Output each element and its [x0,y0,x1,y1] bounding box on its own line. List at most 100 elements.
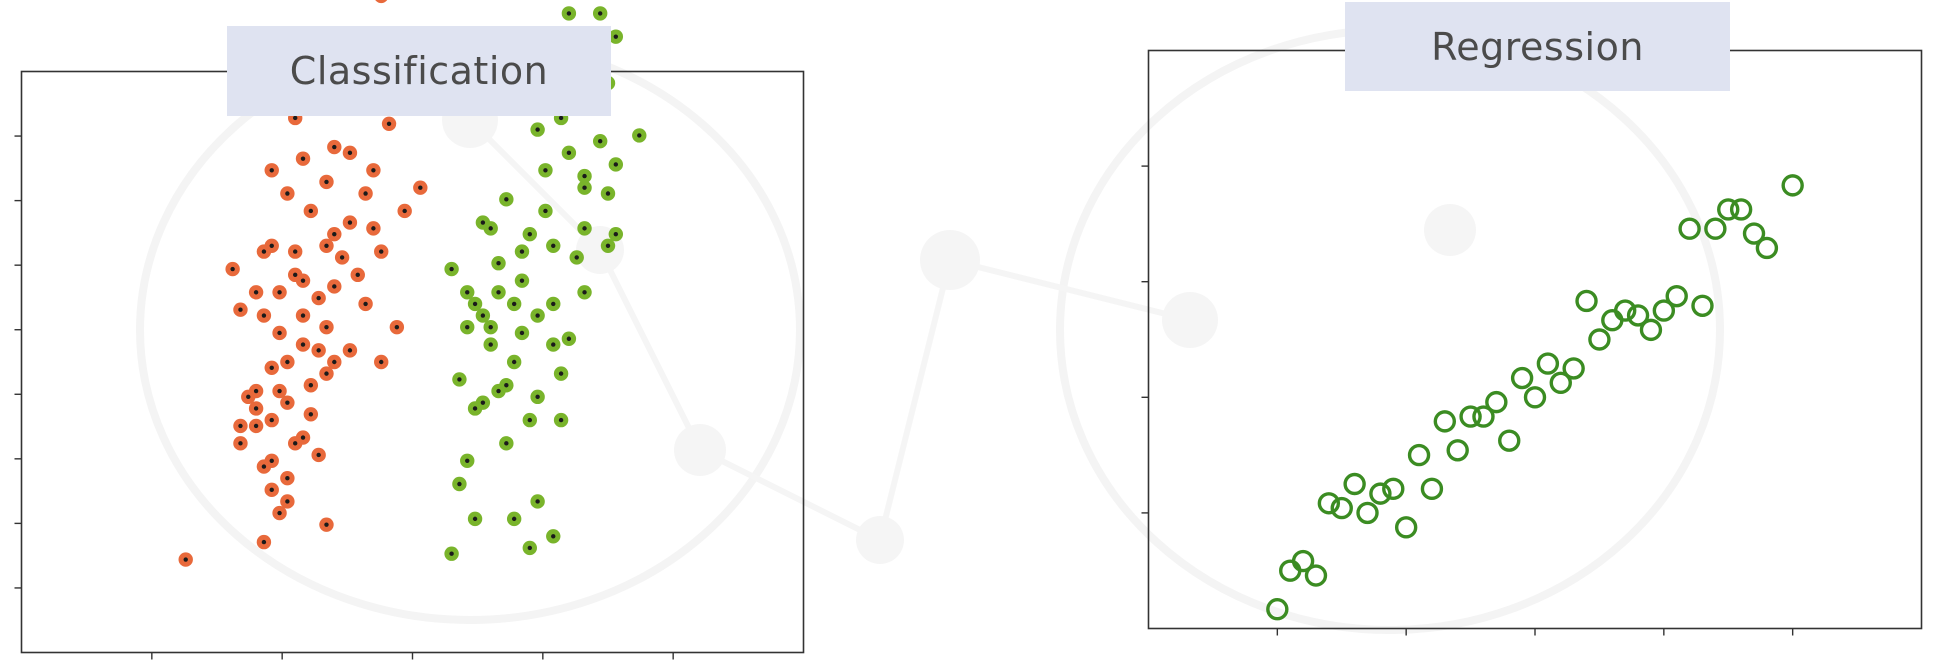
regression-point [1639,318,1663,342]
regression-point [1343,472,1366,496]
classification-point [374,244,389,259]
classification-point-center [418,185,423,190]
classification-point [514,273,530,288]
classification-point-center [472,406,478,411]
classification-point-center [582,226,587,231]
classification-point [327,354,342,370]
classification-point [233,436,248,451]
classification-point [342,343,358,358]
classification-point [460,285,475,300]
regression-point [1317,492,1341,515]
classification-point [280,354,295,370]
classification-point [608,29,624,44]
classification-point-center [269,458,274,463]
classification-point-center [308,383,314,388]
classification-point-center [519,330,525,336]
classification-point-center [285,359,290,365]
classification-point-center [253,406,259,411]
regression-point [1472,405,1495,428]
classification-point [553,366,569,381]
classification-point-center [535,313,540,318]
classification-point-center [465,290,470,295]
classification-point-center [269,417,274,423]
classification-point-center [253,388,259,394]
classification-point-fill [375,0,388,4]
classification-point-center [269,365,274,371]
classification-point [358,296,373,312]
classification-point [280,471,295,486]
classification-point [327,139,342,155]
classification-point [342,215,358,230]
classification-point-center [488,324,493,330]
classification-point-center [582,290,587,295]
regression-point [1266,598,1289,621]
classification-point-center [535,394,540,400]
classification-point [600,186,616,201]
regression-point [1588,328,1611,351]
regression-point [1742,222,1766,245]
classification-point-center [566,150,572,156]
classification-point [546,337,561,352]
classification-point [499,192,514,207]
classification-point [295,337,311,352]
classification-point [272,325,287,341]
classification-point [460,453,475,468]
classification-point-center [300,156,306,161]
classification-point [233,302,248,317]
classification-point [375,0,388,4]
regression-point [1652,299,1676,322]
classification-point [530,308,545,323]
classification-point [452,372,467,387]
classification-point [264,453,279,468]
classification-point-center [300,278,306,283]
classification-point-center [465,324,470,330]
classification-point-center [558,115,564,121]
classification-point-center [566,336,572,341]
classification-point [280,494,295,509]
regression-point [1433,410,1457,433]
classification-point [272,383,287,399]
classification-point-center [527,545,532,551]
classification-point [592,6,608,21]
classification-point-center [558,417,564,423]
classification-point-center [316,452,321,458]
regression-point [1446,439,1469,462]
classification-point-center [582,173,587,179]
classification-point [241,389,256,405]
classification-point-center [511,359,517,365]
classification-point-center [261,464,267,469]
classification-point-center [613,34,619,39]
classification-point-center [261,539,267,545]
classification-point-center [519,278,525,283]
classification-point [467,511,483,527]
classification-point [295,308,311,323]
regression-point [1536,352,1560,375]
classification-point-center [316,295,321,301]
regression-point [1549,371,1572,395]
regression-chart [1141,49,1923,636]
classification-point-center [504,441,509,446]
classification-point-center [324,179,329,185]
classification-point [538,163,553,178]
regression-point [1498,429,1521,452]
classification-point-center [511,516,517,522]
classification-point-center [316,348,321,353]
classification-point-center [230,266,235,272]
classification-point-center [566,11,572,16]
classification-point [272,285,287,300]
classification-point-center [504,383,509,388]
classification-point-center [379,359,384,365]
classification-point-center [379,249,384,254]
classification-point [264,412,279,428]
regression-point [1485,390,1508,414]
classification-point [577,221,592,236]
classification-point-center [597,139,603,144]
classification-point-center [394,324,400,330]
classification-point-center [371,226,376,231]
classification-point [319,238,334,253]
regression-point [1755,236,1779,260]
classification-point-center [324,371,329,376]
classification-point-center [363,191,368,196]
regression-point [1562,357,1585,380]
regression-point [1665,284,1688,308]
